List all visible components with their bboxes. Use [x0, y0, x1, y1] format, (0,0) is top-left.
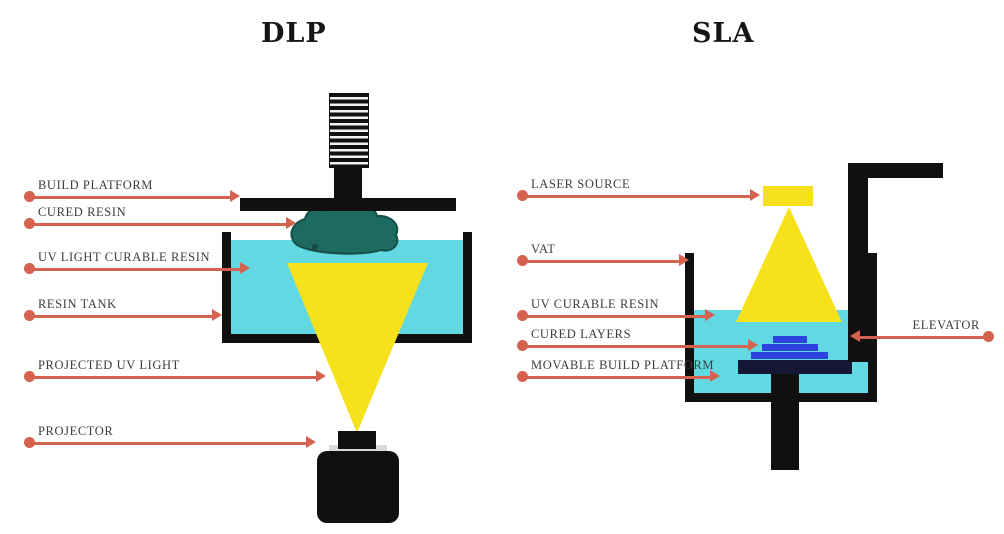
arrow-right-icon [240, 262, 250, 274]
callout-line [522, 195, 752, 198]
dlp-title: DLP [261, 18, 327, 49]
dlp-projector-knob [338, 431, 376, 449]
dlp-rod-neck [334, 167, 362, 200]
callout-line [29, 196, 232, 199]
arrow-right-icon [286, 217, 296, 229]
callout-line [522, 376, 712, 379]
arrow-right-icon [748, 339, 758, 351]
label-cured-resin: CURED RESIN [38, 205, 127, 219]
dlp-tank-left-wall [222, 232, 231, 343]
label-vat: VAT [531, 242, 556, 256]
callout-line [522, 315, 707, 318]
dlp-projector-lens-strip [329, 445, 387, 453]
label-movable-build-platform: MOVABLE BUILD PLATFORM [531, 358, 715, 372]
sla-laser-beam [736, 207, 842, 322]
callout-dot-icon [517, 190, 528, 201]
callout-line [29, 268, 242, 271]
arrow-right-icon [679, 254, 689, 266]
arrow-right-icon [705, 309, 715, 321]
label-resin-tank: RESIN TANK [38, 297, 117, 311]
dlp-build-platform [240, 198, 456, 211]
callout-dot-icon [517, 371, 528, 382]
callout-dot-icon [24, 310, 35, 321]
sla-title: SLA [692, 18, 755, 49]
label-elevator: ELEVATOR [912, 318, 980, 332]
sla-laser-source [763, 186, 813, 206]
sla-elevator-top-bar [848, 163, 943, 178]
sla-movable-build-platform [738, 360, 852, 374]
callout-line [522, 260, 681, 263]
arrow-right-icon [212, 309, 222, 321]
sla-cured-layer-bottom [751, 352, 828, 359]
dlp-projected-uv-light-beam [287, 263, 428, 433]
sla-cured-layer-top [773, 336, 807, 343]
sla-elevator-arm [848, 163, 868, 362]
arrow-right-icon [750, 189, 760, 201]
callout-line [29, 315, 214, 318]
sla-platform-stem [771, 374, 799, 470]
label-uv-curable-resin: UV CURABLE RESIN [531, 297, 660, 311]
arrow-right-icon [306, 436, 316, 448]
dlp-tank-right-wall [463, 232, 472, 343]
label-build-platform: BUILD PLATFORM [38, 178, 154, 192]
callout-dot-icon [517, 340, 528, 351]
callout-line [29, 223, 288, 226]
callout-line [29, 442, 308, 445]
arrow-right-icon [316, 370, 326, 382]
callout-dot-icon [24, 263, 35, 274]
label-uv-light-curable-resin: UV LIGHT CURABLE RESIN [38, 250, 211, 264]
callout-dot-icon [24, 437, 35, 448]
label-projector: PROJECTOR [38, 424, 114, 438]
label-projected-uv-light: PROJECTED UV LIGHT [38, 358, 180, 372]
sla-vat-left-wall [685, 253, 694, 402]
callout-line [29, 376, 318, 379]
callout-dot-icon [517, 310, 528, 321]
arrow-right-icon [230, 190, 240, 202]
label-laser-source: LASER SOURCE [531, 177, 631, 191]
arrow-left-icon [850, 330, 860, 342]
sla-vat-right-wall [868, 253, 877, 402]
callout-dot-icon [983, 331, 994, 342]
dlp-threaded-rod [329, 93, 369, 168]
label-cured-layers: CURED LAYERS [531, 327, 632, 341]
callout-dot-icon [24, 218, 35, 229]
callout-dot-icon [517, 255, 528, 266]
callout-dot-icon [24, 371, 35, 382]
callout-line [522, 345, 750, 348]
callout-dot-icon [24, 191, 35, 202]
sla-cured-layer-middle [762, 344, 818, 351]
arrow-right-icon [710, 370, 720, 382]
dlp-projector-body [317, 451, 399, 523]
callout-line [857, 336, 988, 339]
